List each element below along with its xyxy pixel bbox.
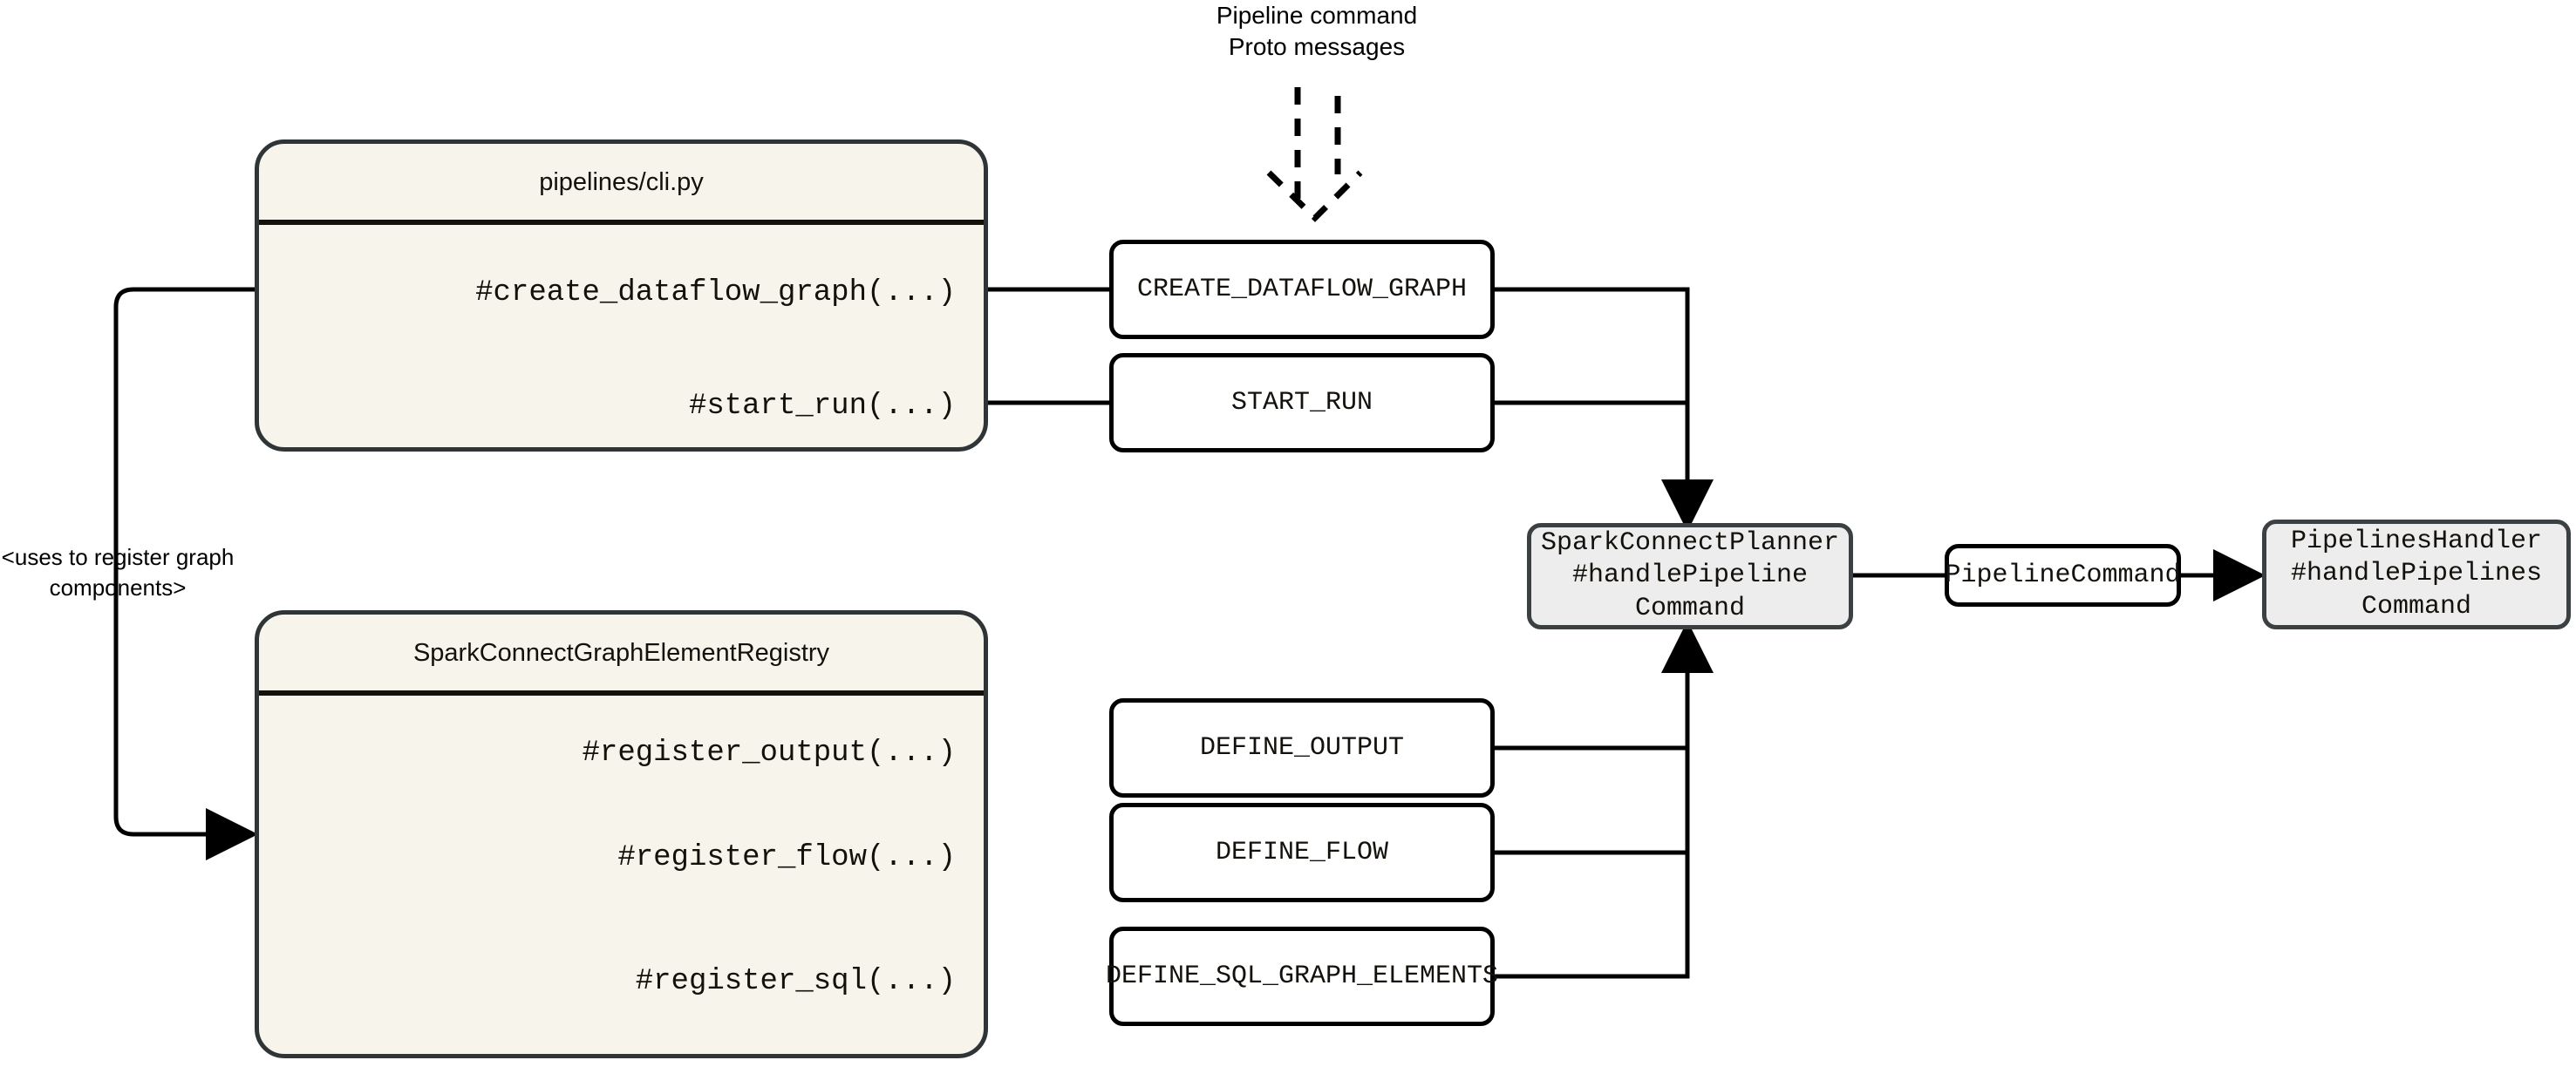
edge-label-uses-to-register: <uses to register graph components>: [1, 544, 235, 601]
class-body-registry: #register_output(...) #register_flow(...…: [259, 696, 984, 1054]
command-box-define-sql-graph-elements[interactable]: DEFINE_SQL_GRAPH_ELEMENTS: [1106, 927, 1498, 1026]
pipeline-command-note: Pipeline command Proto messages: [1216, 2, 1418, 61]
message-box-pipeline-command[interactable]: PipelineCommand: [1945, 544, 2181, 607]
command-box-define-flow[interactable]: DEFINE_FLOW: [1109, 803, 1495, 902]
class-title-pipelines-cli: pipelines/cli.py: [259, 144, 984, 225]
class-body-pipelines-cli: #create_dataflow_graph(...) #start_run(.…: [259, 225, 984, 447]
command-box-create-dataflow-graph[interactable]: CREATE_DATAFLOW_GRAPH: [1109, 240, 1495, 339]
command-box-start-run[interactable]: START_RUN: [1109, 353, 1495, 452]
note-arrow-head: [1266, 170, 1363, 222]
class-title-spark-connect-graph-element-registry: SparkConnectGraphElementRegistry: [259, 615, 984, 696]
method-register-flow[interactable]: #register_flow(...): [617, 841, 956, 874]
method-create-dataflow-graph[interactable]: #create_dataflow_graph(...): [475, 276, 956, 309]
method-register-sql[interactable]: #register_sql(...): [635, 965, 956, 998]
method-register-output[interactable]: #register_output(...): [582, 737, 956, 770]
class-box-pipelines-cli[interactable]: pipelines/cli.py #create_dataflow_graph(…: [255, 139, 988, 452]
command-box-define-output[interactable]: DEFINE_OUTPUT: [1109, 698, 1495, 798]
edge-define-sql-graph-elements-planner: [1495, 621, 1714, 979]
edge-create-dataflow-graph-planner: [1495, 287, 1714, 532]
handler-box-spark-connect-planner[interactable]: SparkConnectPlanner #handlePipeline Comm…: [1527, 523, 1853, 629]
method-start-run[interactable]: #start_run(...): [688, 390, 956, 423]
class-box-spark-connect-graph-element-registry[interactable]: SparkConnectGraphElementRegistry #regist…: [255, 610, 988, 1058]
handler-box-pipelines-handler[interactable]: PipelinesHandler #handlePipelines Comman…: [2262, 520, 2571, 629]
